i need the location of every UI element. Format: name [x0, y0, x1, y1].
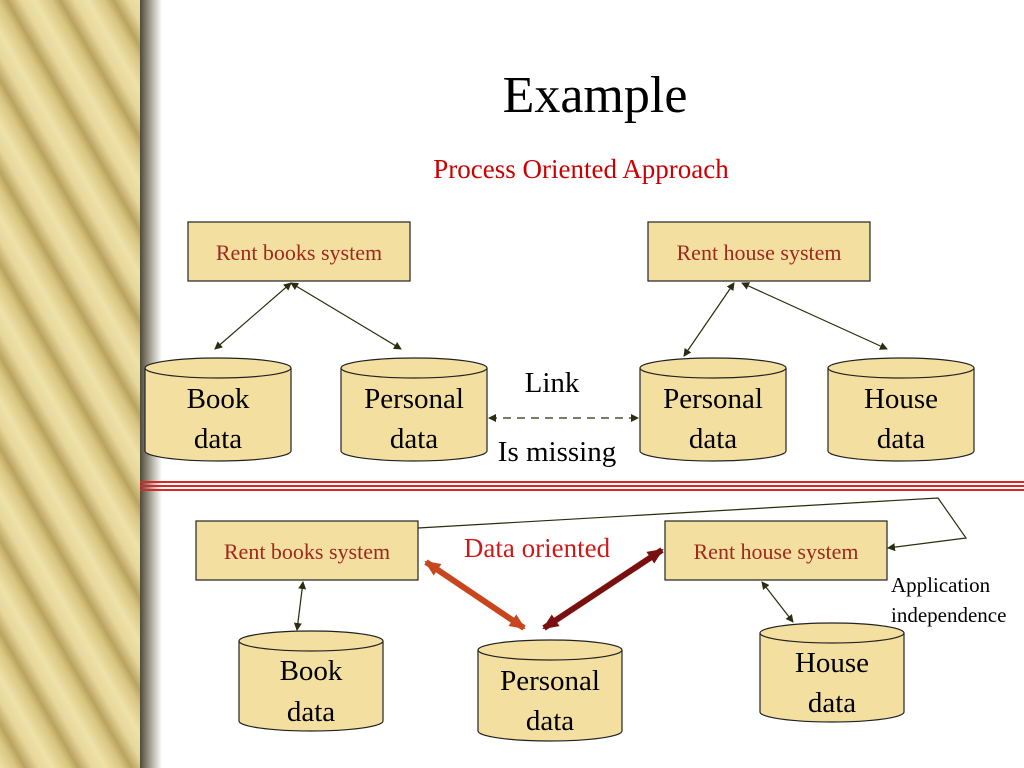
top-rent-house-label: Rent house system — [677, 240, 842, 265]
top-personal-data-right-cylinder: Personal data — [639, 357, 787, 462]
house-to-personal-thick-arrow — [542, 547, 664, 631]
top-book-data-line1: Book — [187, 383, 250, 415]
slide-subtitle: Process Oriented Approach — [433, 154, 729, 184]
bottom-book-data-line2: data — [287, 696, 335, 728]
is-missing-label: Is missing — [498, 436, 616, 468]
top-rent-books-label: Rent books system — [216, 240, 382, 265]
bottom-rent-books-node: Rent books system — [195, 520, 419, 581]
bottom-books-to-bookdata-arrow — [293, 581, 307, 631]
top-rent-house-node: Rent house system — [647, 221, 871, 282]
top-personal-right-line1: Personal — [663, 383, 763, 415]
books-to-personal-thick-arrow — [424, 559, 526, 631]
top-books-to-personal-arrow — [290, 282, 402, 350]
top-book-data-line2: data — [194, 423, 242, 455]
top-house-data-cylinder: House data — [827, 357, 975, 462]
bottom-personal-data-line1: Personal — [500, 665, 600, 697]
top-book-data-cylinder: Book data — [144, 357, 292, 462]
app-independence-connector — [417, 497, 968, 552]
slide-title: Example — [503, 67, 688, 124]
top-personal-right-line2: data — [689, 423, 737, 455]
bottom-book-data-line1: Book — [280, 655, 343, 687]
app-independence-line1: Application — [891, 573, 991, 597]
bottom-house-data-line2: data — [808, 687, 856, 719]
bottom-house-data-cylinder: House data — [759, 622, 905, 723]
data-oriented-label: Data oriented — [464, 533, 611, 563]
bottom-rent-books-label: Rent books system — [224, 539, 390, 564]
bottom-house-to-housedata-arrow — [761, 581, 794, 623]
top-house-to-personal-arrow — [683, 282, 735, 357]
bottom-personal-data-cylinder: Personal data — [477, 639, 623, 742]
bottom-rent-house-node: Rent house system — [664, 520, 888, 581]
top-house-data-line1: House — [864, 383, 938, 415]
top-house-to-housedata-arrow — [741, 282, 888, 350]
top-house-data-line2: data — [877, 423, 925, 455]
top-rent-books-node: Rent books system — [187, 221, 411, 282]
link-label: Link — [525, 367, 580, 399]
bottom-book-data-cylinder: Book data — [238, 630, 384, 732]
bottom-house-data-line1: House — [795, 647, 869, 679]
bottom-rent-house-label: Rent house system — [694, 539, 859, 564]
bottom-personal-data-line2: data — [526, 705, 574, 737]
top-personal-left-line2: data — [390, 423, 438, 455]
section-separator — [140, 481, 1024, 491]
app-independence-line2: independence — [891, 603, 1006, 627]
decorative-stripe — [0, 0, 140, 768]
top-books-to-bookdata-arrow — [214, 282, 292, 350]
top-personal-left-line1: Personal — [364, 383, 464, 415]
top-personal-data-left-cylinder: Personal data — [340, 357, 488, 462]
